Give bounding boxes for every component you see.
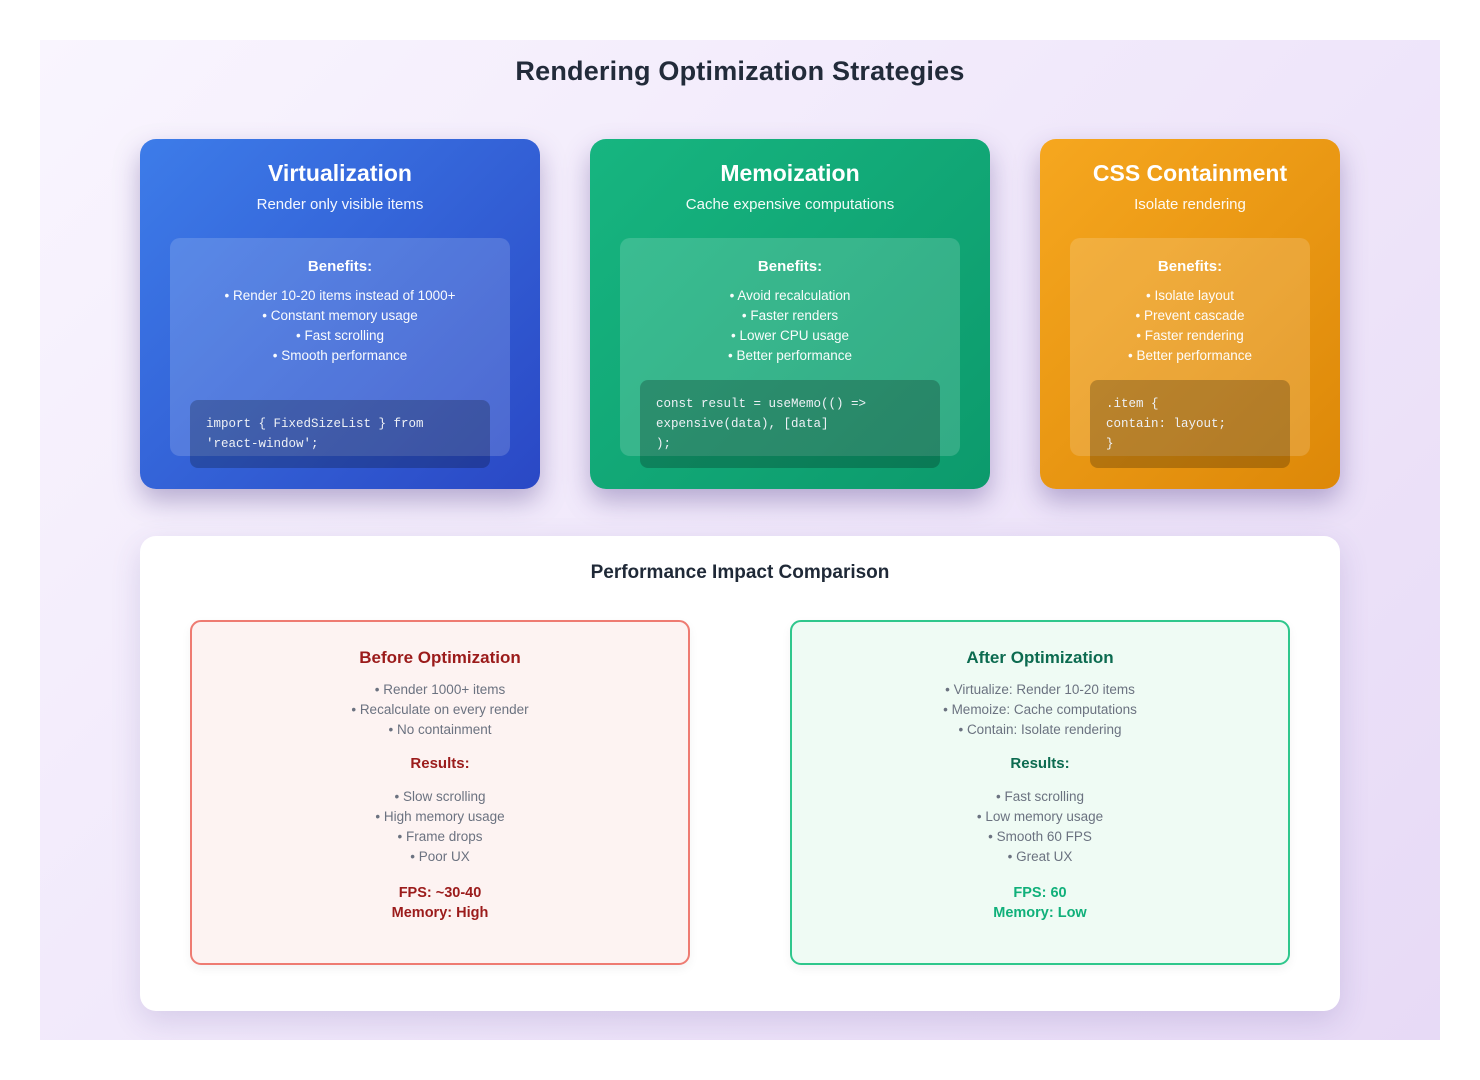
after-fps-value: FPS: 60 bbox=[1013, 885, 1067, 901]
css-containment-code-snippet: .item { contain: layout; } bbox=[1090, 380, 1290, 468]
benefit-item: Isolate layout bbox=[1090, 286, 1290, 306]
css-containment-card-subtitle: Isolate rendering bbox=[1134, 196, 1246, 213]
after-metrics: FPS: 60 Memory: Low bbox=[812, 883, 1268, 923]
before-result: High memory usage bbox=[212, 807, 668, 827]
after-result: Great UX bbox=[812, 847, 1268, 867]
benefit-item: Faster renders bbox=[640, 306, 940, 326]
comparison-row: Before Optimization Render 1000+ items R… bbox=[190, 620, 1290, 965]
benefits-heading: Benefits: bbox=[1157, 258, 1223, 275]
memoization-code-snippet: const result = useMemo(() => expensive(d… bbox=[640, 380, 940, 468]
before-optimization-box: Before Optimization Render 1000+ items R… bbox=[190, 620, 690, 965]
memoization-card-title: Memoization bbox=[720, 160, 860, 186]
css-containment-benefits-panel: Benefits: Isolate layout Prevent cascade… bbox=[1070, 238, 1310, 468]
before-point: Render 1000+ items bbox=[212, 680, 668, 700]
before-optimization-title: Before Optimization bbox=[359, 648, 521, 667]
comparison-section-title: Performance Impact Comparison bbox=[590, 562, 890, 583]
virtualization-card-title: Virtualization bbox=[268, 160, 412, 186]
performance-comparison-section: Performance Impact Comparison Before Opt… bbox=[140, 536, 1340, 1011]
before-memory-value: Memory: High bbox=[391, 905, 489, 921]
before-result: Frame drops bbox=[212, 827, 668, 847]
benefit-item: Better performance bbox=[1090, 346, 1290, 366]
benefits-list: Avoid recalculation Faster renders Lower… bbox=[640, 286, 940, 366]
after-point: Memoize: Cache computations bbox=[812, 700, 1268, 720]
page-background: Rendering Optimization Strategies Virtua… bbox=[40, 40, 1440, 1040]
virtualization-card-subtitle: Render only visible items bbox=[256, 196, 424, 213]
virtualization-card: Virtualization Render only visible items… bbox=[140, 139, 540, 489]
benefit-item: Avoid recalculation bbox=[640, 286, 940, 306]
before-results-heading: Results: bbox=[410, 755, 470, 772]
after-result: Smooth 60 FPS bbox=[812, 827, 1268, 847]
before-point: Recalculate on every render bbox=[212, 700, 668, 720]
after-memory-value: Memory: Low bbox=[993, 905, 1087, 921]
before-result: Poor UX bbox=[212, 847, 668, 867]
css-containment-card-title: CSS Containment bbox=[1092, 160, 1288, 186]
benefit-item: Render 10-20 items instead of 1000+ bbox=[190, 286, 490, 306]
before-metrics: FPS: ~30-40 Memory: High bbox=[212, 883, 668, 923]
after-point: Contain: Isolate rendering bbox=[812, 720, 1268, 740]
after-results-heading: Results: bbox=[1010, 755, 1070, 772]
benefit-item: Constant memory usage bbox=[190, 306, 490, 326]
page-title: Rendering Optimization Strategies bbox=[515, 56, 965, 86]
before-result: Slow scrolling bbox=[212, 787, 668, 807]
after-optimization-box: After Optimization Virtualize: Render 10… bbox=[790, 620, 1290, 965]
memoization-card-subtitle: Cache expensive computations bbox=[685, 196, 895, 213]
benefit-item: Smooth performance bbox=[190, 346, 490, 366]
benefits-heading: Benefits: bbox=[307, 258, 373, 275]
after-points-list: Virtualize: Render 10-20 items Memoize: … bbox=[812, 680, 1268, 740]
benefit-item: Better performance bbox=[640, 346, 940, 366]
before-results-list: Slow scrolling High memory usage Frame d… bbox=[212, 787, 668, 867]
after-result: Fast scrolling bbox=[812, 787, 1268, 807]
memoization-card: Memoization Cache expensive computations… bbox=[590, 139, 990, 489]
strategy-cards-row: Virtualization Render only visible items… bbox=[140, 139, 1340, 489]
benefits-heading: Benefits: bbox=[757, 258, 823, 275]
benefits-list: Isolate layout Prevent cascade Faster re… bbox=[1090, 286, 1290, 366]
virtualization-code-snippet: import { FixedSizeList } from 'react-win… bbox=[190, 400, 490, 468]
before-point: No containment bbox=[212, 720, 668, 740]
before-fps-value: FPS: ~30-40 bbox=[398, 885, 482, 901]
css-containment-card: CSS Containment Isolate rendering Benefi… bbox=[1040, 139, 1340, 489]
after-results-list: Fast scrolling Low memory usage Smooth 6… bbox=[812, 787, 1268, 867]
benefit-item: Fast scrolling bbox=[190, 326, 490, 346]
benefit-item: Prevent cascade bbox=[1090, 306, 1290, 326]
benefits-list: Render 10-20 items instead of 1000+ Cons… bbox=[190, 286, 490, 366]
after-point: Virtualize: Render 10-20 items bbox=[812, 680, 1268, 700]
virtualization-benefits-panel: Benefits: Render 10-20 items instead of … bbox=[170, 238, 510, 468]
benefit-item: Faster rendering bbox=[1090, 326, 1290, 346]
memoization-benefits-panel: Benefits: Avoid recalculation Faster ren… bbox=[620, 238, 960, 468]
after-result: Low memory usage bbox=[812, 807, 1268, 827]
benefit-item: Lower CPU usage bbox=[640, 326, 940, 346]
after-optimization-title: After Optimization bbox=[966, 648, 1114, 667]
before-points-list: Render 1000+ items Recalculate on every … bbox=[212, 680, 668, 740]
